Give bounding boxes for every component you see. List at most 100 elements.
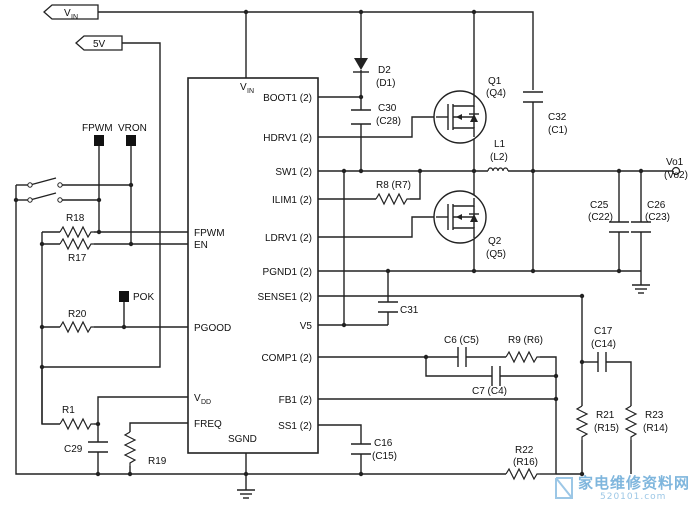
capacitor-c29	[88, 441, 108, 453]
vin-port-subscript: IN	[71, 14, 78, 21]
vin-input-port: V IN	[43, 4, 99, 21]
capacitor-c32	[523, 91, 543, 103]
capacitor-c25	[609, 221, 629, 233]
label-c17-alt: (C14)	[591, 339, 616, 350]
pin-vdd-subscript: DD	[201, 399, 211, 406]
resistor-r23	[624, 405, 638, 440]
resistor-r22	[505, 467, 540, 481]
pok-testpoint	[119, 291, 129, 302]
label-c26: C26	[647, 200, 666, 211]
resistor-r18	[59, 225, 94, 239]
pin-boot1: BOOT1 (2)	[263, 93, 312, 104]
pin-sw1: SW1 (2)	[275, 167, 312, 178]
capacitor-c7	[491, 366, 501, 386]
label-q1: Q1	[488, 76, 502, 87]
label-r1: R1	[62, 405, 75, 416]
pok-signal-label: POK	[133, 292, 154, 303]
ic-vin-label: V	[240, 82, 247, 93]
pin-v5: V5	[300, 321, 313, 332]
pin-ilim1: ILIM1 (2)	[272, 195, 312, 206]
capacitor-c31	[378, 301, 398, 313]
ground-symbol-output	[632, 284, 650, 294]
pin-fpwm: FPWM	[194, 228, 225, 239]
label-c16-alt: (C15)	[372, 451, 397, 462]
label-d2-alt: (D1)	[376, 78, 395, 89]
5v-port-label: 5V	[93, 39, 106, 50]
capacitor-c17	[597, 352, 607, 372]
label-r23: R23	[645, 410, 664, 421]
junction-dots	[13, 9, 644, 477]
inductor-l1	[487, 167, 509, 172]
label-c31: C31	[400, 305, 419, 316]
label-c25-alt: (C22)	[588, 212, 613, 223]
pin-hdrv1: HDRV1 (2)	[263, 133, 312, 144]
label-q2-alt: (Q5)	[486, 249, 506, 260]
ground-symbol-sgnd	[237, 489, 255, 499]
label-l1-alt: (L2)	[490, 152, 508, 163]
resistor-r19	[123, 431, 137, 466]
label-r18: R18	[66, 213, 85, 224]
pin-sense1: SENSE1 (2)	[258, 292, 312, 303]
label-r17: R17	[68, 253, 87, 264]
label-c30-alt: (C28)	[376, 116, 401, 127]
label-c32: C32	[548, 112, 567, 123]
capacitor-c26	[631, 221, 651, 233]
label-c32-alt: (C1)	[548, 125, 567, 136]
label-r21-alt: (R15)	[594, 423, 619, 434]
fpwm-testpoint	[94, 135, 104, 146]
label-l1: L1	[494, 139, 506, 150]
label-r9: R9 (R6)	[508, 335, 543, 346]
pin-sgnd: SGND	[228, 434, 257, 445]
output-label-alt: (Vo2)	[664, 170, 688, 181]
resistor-r1	[59, 417, 94, 431]
label-c26-alt: (C23)	[645, 212, 670, 223]
label-c16: C16	[374, 438, 393, 449]
label-c25: C25	[590, 200, 609, 211]
pin-vdd: V	[194, 393, 201, 404]
5v-input-port: 5V	[75, 35, 123, 51]
mosfet-q2	[433, 190, 487, 244]
pin-pgnd1: PGND1 (2)	[263, 267, 312, 278]
label-r22-alt: (R16)	[513, 457, 538, 468]
label-c6: C6 (C5)	[444, 335, 479, 346]
pin-comp1: COMP1 (2)	[261, 353, 312, 364]
label-r23-alt: (R14)	[643, 423, 668, 434]
output-label: Vo1	[666, 157, 684, 168]
component-labels: D2 (D1) C30 (C28) Q1 (Q4) Q2 (Q5) C32 (C…	[62, 65, 670, 468]
mosfet-q1	[433, 90, 487, 144]
wiring	[15, 11, 672, 490]
label-q2: Q2	[488, 236, 502, 247]
resistor-r17	[59, 237, 94, 251]
capacitor-c6	[457, 347, 467, 367]
pin-freq: FREQ	[194, 419, 222, 430]
ic-pin-labels: V IN BOOT1 (2) HDRV1 (2) SW1 (2) ILIM1 (…	[194, 82, 312, 445]
dual-switch	[27, 182, 63, 203]
label-c17: C17	[594, 326, 613, 337]
vron-signal-label: VRON	[118, 123, 147, 134]
pin-ldrv1: LDRV1 (2)	[265, 233, 312, 244]
resistor-r8	[375, 192, 410, 206]
label-c7: C7 (C4)	[472, 386, 507, 397]
label-r22: R22	[515, 445, 534, 456]
resistor-r20	[59, 320, 94, 334]
resistor-r9	[505, 350, 540, 364]
pin-ss1: SS1 (2)	[278, 421, 312, 432]
diode-d2	[353, 58, 369, 80]
output-terminal	[671, 166, 681, 176]
controller-ic	[187, 77, 319, 454]
label-r20: R20	[68, 309, 87, 320]
ic-vin-subscript: IN	[247, 88, 254, 95]
capacitor-c16	[351, 443, 371, 455]
vron-testpoint	[126, 135, 136, 146]
label-q1-alt: (Q4)	[486, 88, 506, 99]
capacitor-c30	[351, 109, 371, 125]
label-d2: D2	[378, 65, 391, 76]
pin-en: EN	[194, 240, 208, 251]
label-r8: R8 (R7)	[376, 180, 411, 191]
pin-fb1: FB1 (2)	[279, 395, 312, 406]
vin-port-label: V	[64, 8, 71, 19]
label-c30: C30	[378, 103, 397, 114]
fpwm-signal-label: FPWM	[82, 123, 113, 134]
label-r21: R21	[596, 410, 615, 421]
